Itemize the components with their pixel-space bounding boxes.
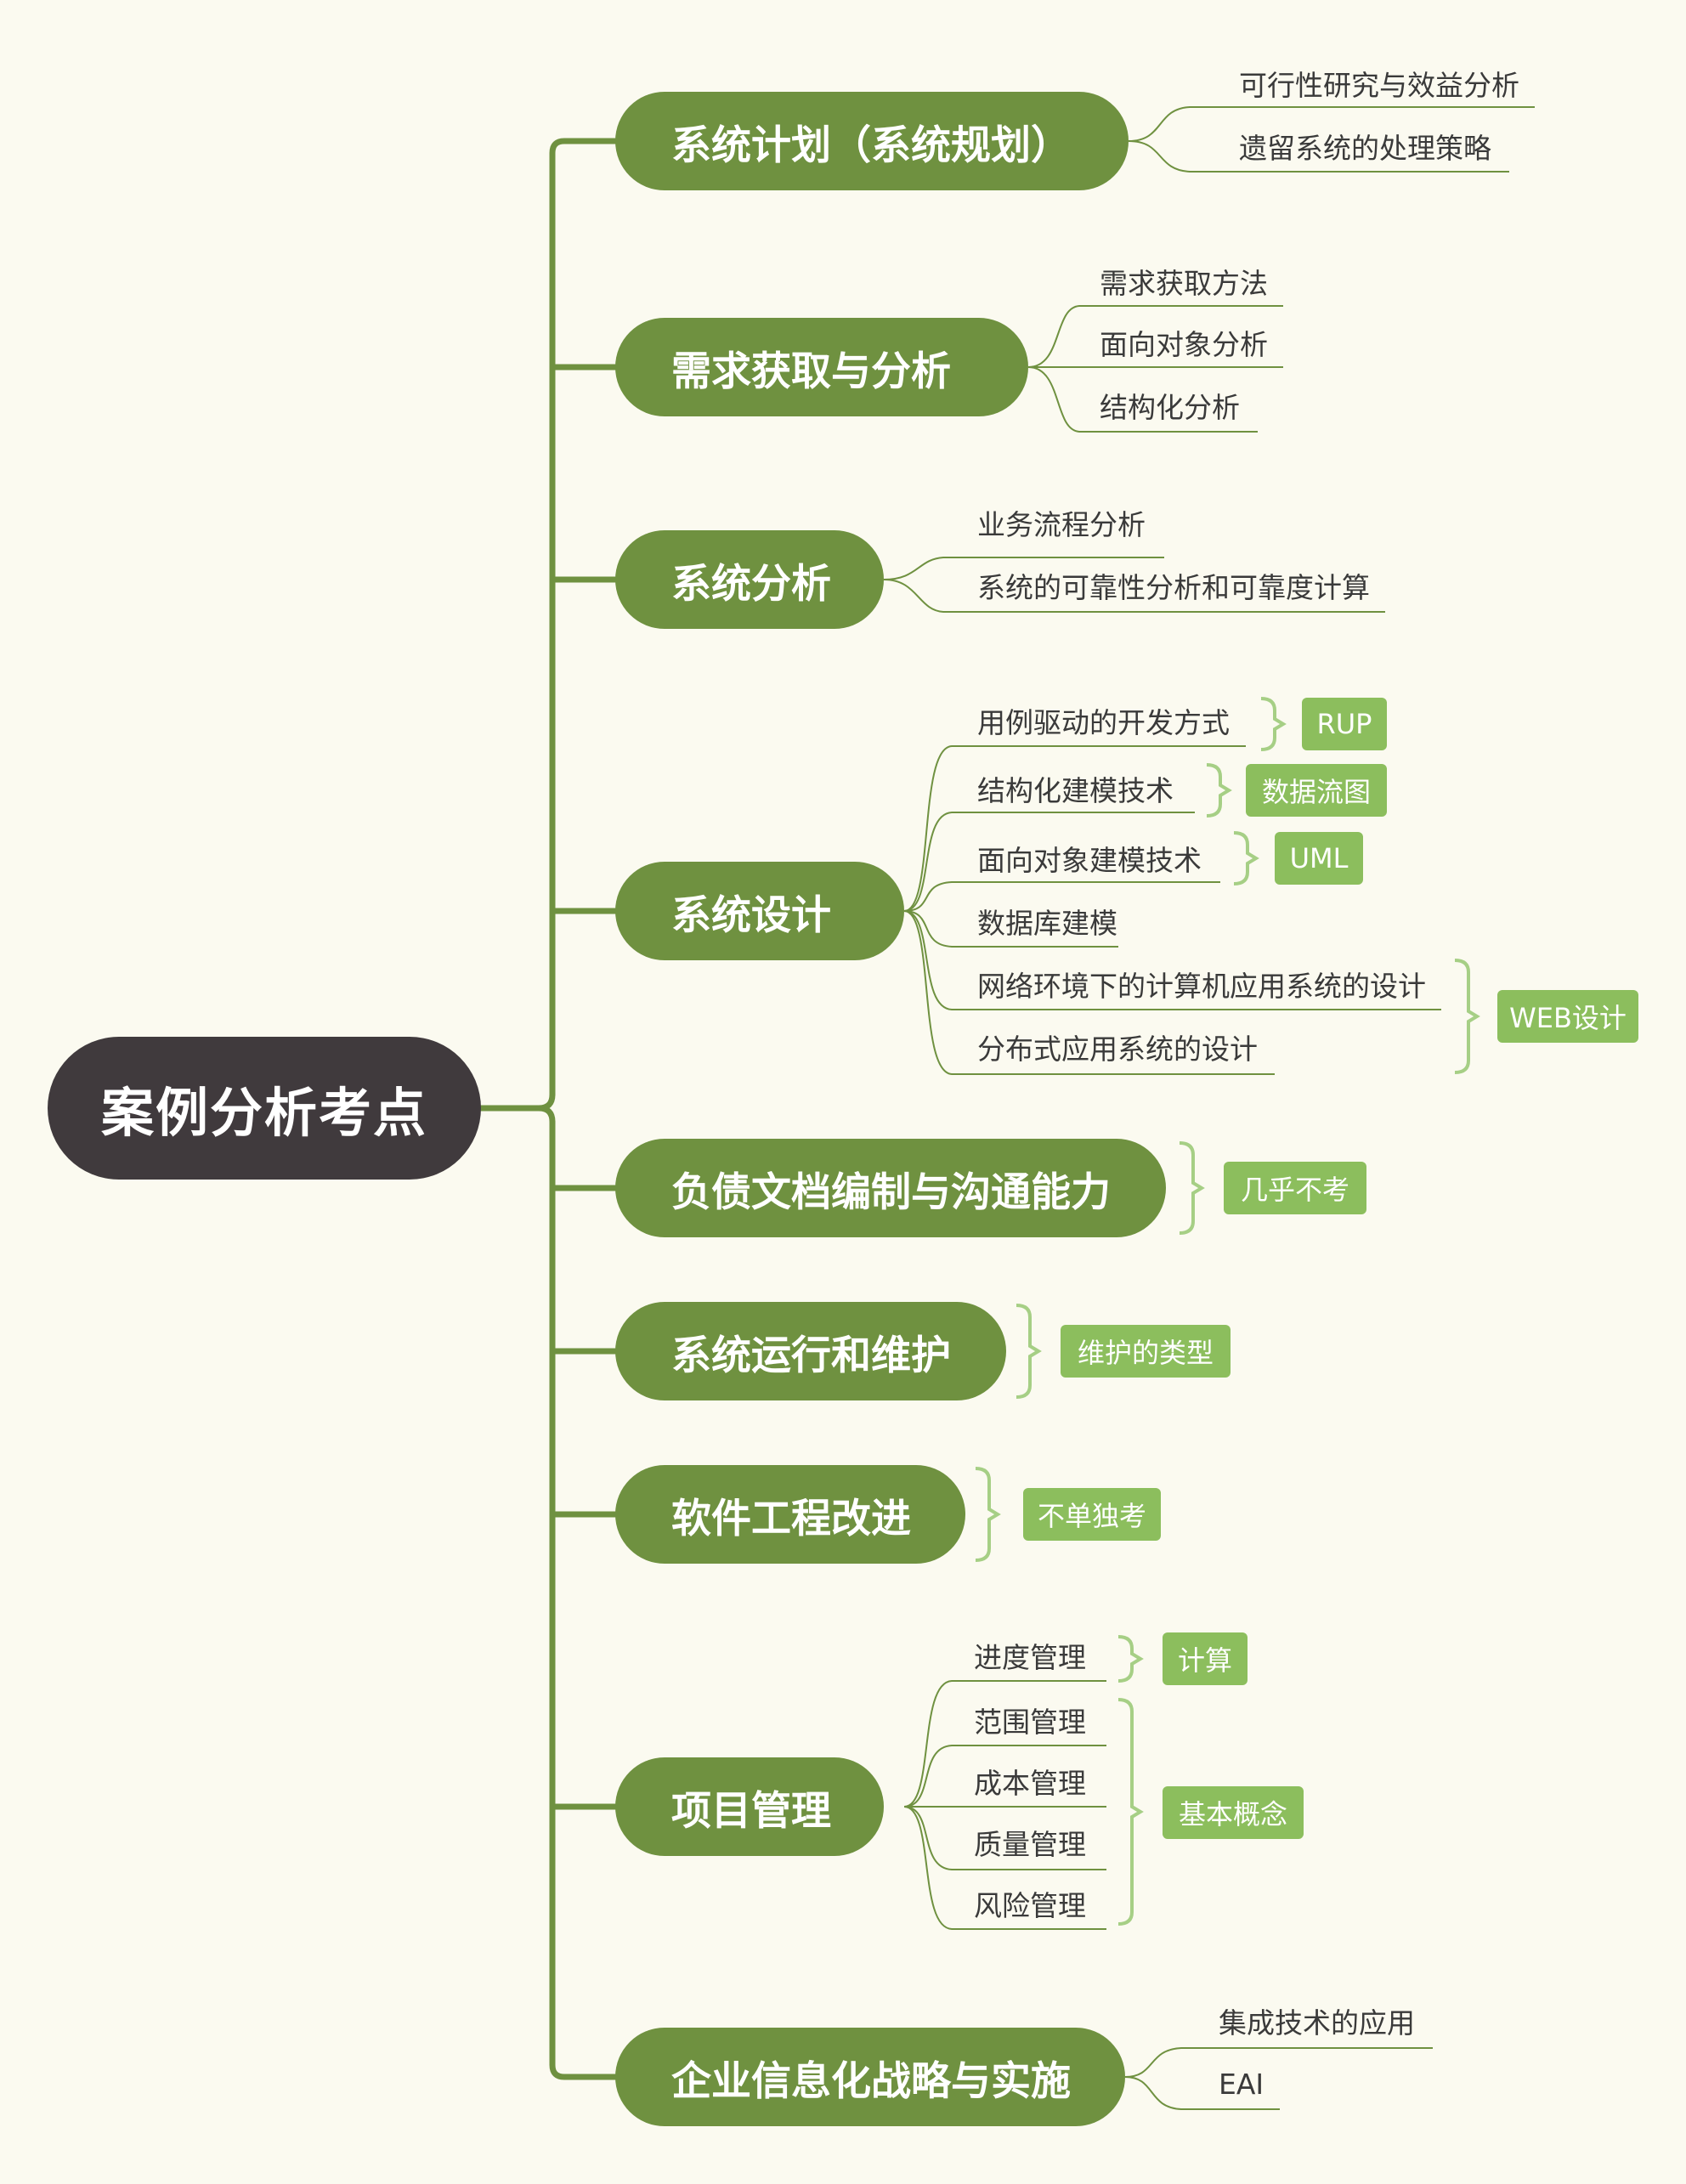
summary-web-design[interactable]: WEB设计 — [1497, 990, 1638, 1043]
topic-risk-management[interactable]: 风险管理 — [974, 1889, 1086, 1922]
topic-distributed-design[interactable]: 分布式应用系统的设计 — [977, 1033, 1258, 1066]
topic-structured-modeling[interactable]: 结构化建模技术 — [977, 774, 1174, 807]
summary-maintenance-types[interactable]: 维护的类型 — [1061, 1325, 1231, 1378]
topic-feasibility-study[interactable]: 可行性研究与效益分析 — [1239, 69, 1519, 102]
branch-system-planning[interactable]: 系统计划（系统规划） — [615, 92, 1129, 190]
topic-business-process[interactable]: 业务流程分析 — [977, 508, 1146, 541]
summary-uml[interactable]: UML — [1275, 832, 1363, 885]
summary-calculation[interactable]: 计算 — [1163, 1632, 1248, 1685]
topic-database-modeling[interactable]: 数据库建模 — [977, 907, 1117, 940]
topic-legacy-system-strategy[interactable]: 遗留系统的处理策略 — [1239, 132, 1491, 165]
summary-rarely-tested[interactable]: 几乎不考 — [1224, 1162, 1366, 1214]
topic-reliability[interactable]: 系统的可靠性分析和可靠度计算 — [977, 571, 1370, 604]
topic-structured-analysis[interactable]: 结构化分析 — [1100, 391, 1240, 424]
branch-requirements[interactable]: 需求获取与分析 — [615, 318, 1028, 416]
topic-requirement-methods[interactable]: 需求获取方法 — [1100, 267, 1268, 300]
summary-dfd[interactable]: 数据流图 — [1246, 764, 1387, 817]
summary-basic-concepts[interactable]: 基本概念 — [1163, 1786, 1304, 1839]
topic-oo-modeling[interactable]: 面向对象建模技术 — [977, 844, 1202, 877]
branch-documentation[interactable]: 负债文档编制与沟通能力 — [615, 1139, 1166, 1237]
branch-system-analysis[interactable]: 系统分析 — [615, 530, 884, 629]
topic-scope-management[interactable]: 范围管理 — [974, 1706, 1086, 1739]
branch-software-process-improvement[interactable]: 软件工程改进 — [615, 1465, 965, 1564]
topic-schedule-management[interactable]: 进度管理 — [974, 1641, 1086, 1674]
topic-use-case-driven[interactable]: 用例驱动的开发方式 — [977, 706, 1230, 739]
topic-eai[interactable]: EAI — [1219, 2068, 1264, 2101]
topic-oo-analysis[interactable]: 面向对象分析 — [1100, 328, 1268, 361]
summary-rup[interactable]: RUP — [1302, 698, 1387, 750]
branch-operation-maintenance[interactable]: 系统运行和维护 — [615, 1302, 1006, 1400]
branch-system-design[interactable]: 系统设计 — [615, 862, 904, 960]
branch-enterprise-informatization[interactable]: 企业信息化战略与实施 — [615, 2028, 1125, 2126]
root-node[interactable]: 案例分析考点 — [48, 1037, 481, 1180]
topic-cost-management[interactable]: 成本管理 — [974, 1767, 1086, 1800]
trunk-line — [549, 138, 619, 1098]
branch-project-management[interactable]: 项目管理 — [615, 1757, 884, 1856]
topic-quality-management[interactable]: 质量管理 — [974, 1828, 1086, 1861]
summary-not-tested-alone[interactable]: 不单独考 — [1023, 1488, 1161, 1541]
topic-integration-technology[interactable]: 集成技术的应用 — [1219, 2006, 1415, 2040]
topic-network-app-design[interactable]: 网络环境下的计算机应用系统的设计 — [977, 970, 1426, 1003]
